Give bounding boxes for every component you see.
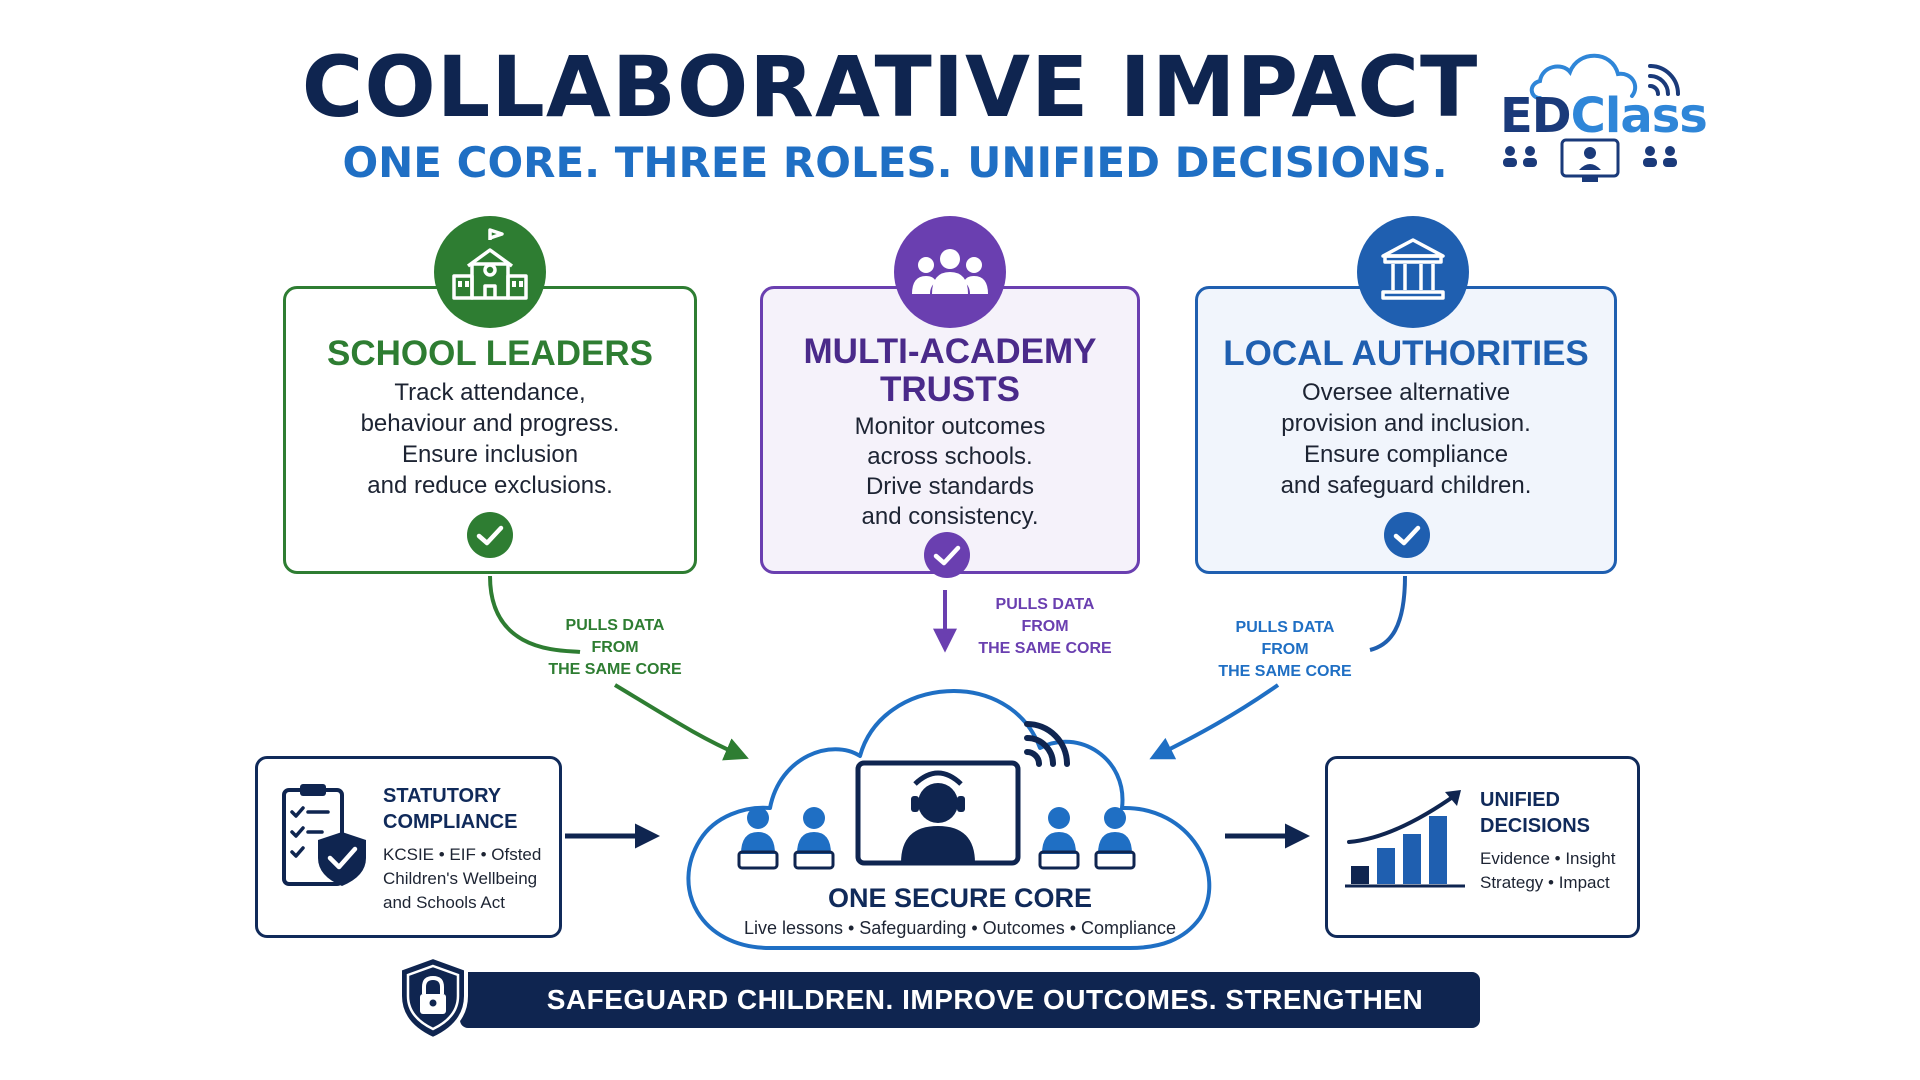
- role-description-line: and reduce exclusions.: [367, 472, 613, 499]
- role-title: TRUSTS: [880, 370, 1020, 409]
- pulls-line: PULLS DATA: [565, 617, 665, 634]
- role-description-line: Oversee alternative: [1301, 379, 1511, 406]
- users-icon: [1038, 807, 1136, 870]
- pulls-data-label-school-leaders: PULLS DATA FROM THE SAME CORE: [530, 615, 700, 681]
- clipboard-shield-icon: [282, 784, 366, 886]
- compliance-line: Children's Wellbeing: [383, 869, 538, 888]
- pulls-line: FROM: [1021, 618, 1069, 635]
- compliance-line: and Schools Act: [383, 893, 505, 912]
- users-icon: [737, 807, 835, 870]
- check-icon: [467, 512, 513, 558]
- users-icon: [1503, 146, 1677, 167]
- role-card-multi-academy-trusts: MULTI-ACADEMY TRUSTS Monitor outcomes ac…: [760, 286, 1140, 574]
- growth-chart-icon: [1345, 790, 1465, 888]
- check-icon: [1384, 512, 1430, 558]
- arrow-school-leaders: [613, 683, 749, 761]
- monitor-icon: [1560, 138, 1620, 182]
- page-title: COLLABORATIVE IMPACT: [301, 38, 1479, 136]
- side-title-line: UNIFIED: [1480, 789, 1560, 811]
- role-title: MULTI-ACADEMY: [803, 332, 1097, 371]
- page-subtitle: ONE CORE. THREE ROLES. UNIFIED DECISIONS…: [342, 138, 1448, 187]
- pulls-line: PULLS DATA: [1235, 619, 1335, 636]
- pulls-line: THE SAME CORE: [1218, 663, 1352, 680]
- banner-text: SAFEGUARD CHILDREN. IMPROVE OUTCOMES. ST…: [546, 984, 1424, 1071]
- pulls-line: FROM: [1261, 641, 1309, 658]
- users-icon: [894, 216, 1006, 328]
- side-title-line: COMPLIANCE: [383, 811, 518, 833]
- pulls-line: THE SAME CORE: [548, 661, 682, 678]
- pulls-data-label-multi-academy-trusts: PULLS DATA FROM THE SAME CORE: [960, 594, 1130, 660]
- cloud-icon: [1529, 53, 1638, 100]
- role-title: SCHOOL LEADERS: [326, 334, 654, 373]
- logo-graphic: [1503, 53, 1680, 182]
- core-title: ONE SECURE CORE: [827, 883, 1093, 913]
- check-icon: [924, 532, 970, 578]
- role-description-line: and consistency.: [861, 503, 1039, 530]
- decisions-line: Strategy • Impact: [1480, 873, 1610, 892]
- lock-shield-icon: [398, 954, 468, 1042]
- logo-text-class: Class: [1570, 88, 1708, 144]
- pulls-data-label-local-authorities: PULLS DATA FROM THE SAME CORE: [1200, 617, 1370, 683]
- arrow-local-authorities: [1149, 683, 1280, 760]
- connector-school-leaders: [488, 575, 581, 654]
- bank-icon: [1357, 216, 1469, 328]
- pulls-line: PULLS DATA: [995, 596, 1095, 613]
- role-description-line: Monitor outcomes: [854, 413, 1046, 440]
- decisions-line: Evidence • Insight: [1480, 849, 1616, 868]
- logo-text-ed: ED: [1500, 88, 1572, 144]
- logo-text: EDClass: [1500, 88, 1708, 144]
- side-title-line: DECISIONS: [1480, 815, 1591, 837]
- pulls-line: FROM: [591, 639, 639, 656]
- connector-local-authorities: [1369, 575, 1407, 652]
- core-subtitle: Live lessons • Safeguarding • Outcomes •…: [743, 918, 1177, 938]
- role-description-line: Ensure compliance: [1303, 441, 1509, 468]
- side-title-line: STATUTORY: [383, 785, 502, 807]
- monitor-icon: [855, 760, 1021, 866]
- role-card-school-leaders: SCHOOL LEADERS Track attendance, behavio…: [283, 286, 697, 574]
- role-description-line: Track attendance,: [394, 379, 586, 406]
- wifi-icon: [1648, 64, 1680, 96]
- role-title: LOCAL AUTHORITIES: [1223, 334, 1589, 373]
- role-description-line: provision and inclusion.: [1281, 410, 1531, 437]
- role-description-line: Drive standards: [865, 473, 1035, 500]
- role-description-line: Ensure inclusion: [401, 441, 579, 468]
- pulls-line: THE SAME CORE: [978, 640, 1112, 657]
- role-description-line: behaviour and progress.: [360, 410, 620, 437]
- bottom-banner: SAFEGUARD CHILDREN. IMPROVE OUTCOMES. ST…: [460, 972, 1480, 1071]
- role-description-line: and safeguard children.: [1280, 472, 1532, 499]
- compliance-line: KCSIE • EIF • Ofsted: [383, 845, 542, 864]
- wifi-icon: [1024, 721, 1070, 767]
- role-description-line: across schools.: [867, 443, 1033, 470]
- school-icon: [434, 216, 546, 328]
- unified-decisions-box: UNIFIED DECISIONS Evidence • Insight Str…: [1325, 756, 1640, 938]
